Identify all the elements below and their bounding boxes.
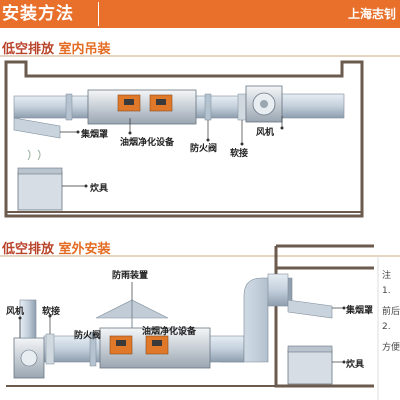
- label-indoor-soft-joint: 软接: [230, 149, 249, 159]
- label-indoor-fire-valve: 防火阀: [190, 144, 218, 154]
- label-indoor-hood: 集烟罩: [81, 130, 109, 140]
- label-outdoor-fire-valve: 防火阀: [74, 331, 102, 341]
- indoor-hood: [13, 117, 61, 139]
- section-title-indoor: 低空排放 室内吊装: [2, 38, 111, 57]
- label-outdoor-rain-cover: 防雨装置: [112, 271, 149, 281]
- section-title-indoor-b: 室内吊装: [58, 42, 111, 57]
- label-indoor-fan: 风机: [256, 128, 275, 138]
- header-title: 安装方法: [2, 4, 74, 24]
- outdoor-hood: [287, 299, 333, 319]
- label-indoor-purifier: 油烟净化设备: [120, 138, 175, 148]
- side-note-4: 方便: [382, 343, 400, 353]
- section-title-outdoor: 低空排放 室外安装: [2, 238, 111, 257]
- section-title-outdoor-a: 低空排放: [2, 242, 55, 257]
- header-company: 上海志钊: [347, 7, 396, 21]
- label-indoor-stove: 炊具: [90, 184, 109, 194]
- label-outdoor-soft-joint: 软接: [42, 307, 61, 317]
- label-outdoor-stove: 炊具: [346, 360, 365, 370]
- section-title-indoor-a: 低空排放: [2, 42, 55, 57]
- label-outdoor-fan: 风机: [6, 307, 25, 317]
- side-note-1: 1.: [382, 286, 391, 296]
- header-divider: [98, 2, 99, 26]
- indoor-fan: [245, 85, 283, 123]
- indoor-stove: [17, 149, 63, 211]
- side-note-0: 注: [382, 271, 392, 281]
- indoor-purifier-unit: [87, 89, 197, 125]
- outdoor-purifier-unit: [99, 327, 211, 369]
- side-note-3: 2.: [382, 322, 391, 332]
- label-outdoor-hood: 集烟罩: [346, 306, 374, 316]
- header-bar: 安装方法 上海志钊: [0, 0, 400, 28]
- label-outdoor-purifier: 油烟净化设备: [142, 327, 197, 337]
- indoor-duct-out: [281, 93, 345, 119]
- indoor-duct-left: [13, 95, 89, 119]
- indoor-duct-right: [195, 95, 245, 119]
- section-title-outdoor-b: 室外安装: [58, 242, 111, 257]
- outdoor-stove: [287, 345, 333, 385]
- side-note-2: 前后: [382, 307, 400, 317]
